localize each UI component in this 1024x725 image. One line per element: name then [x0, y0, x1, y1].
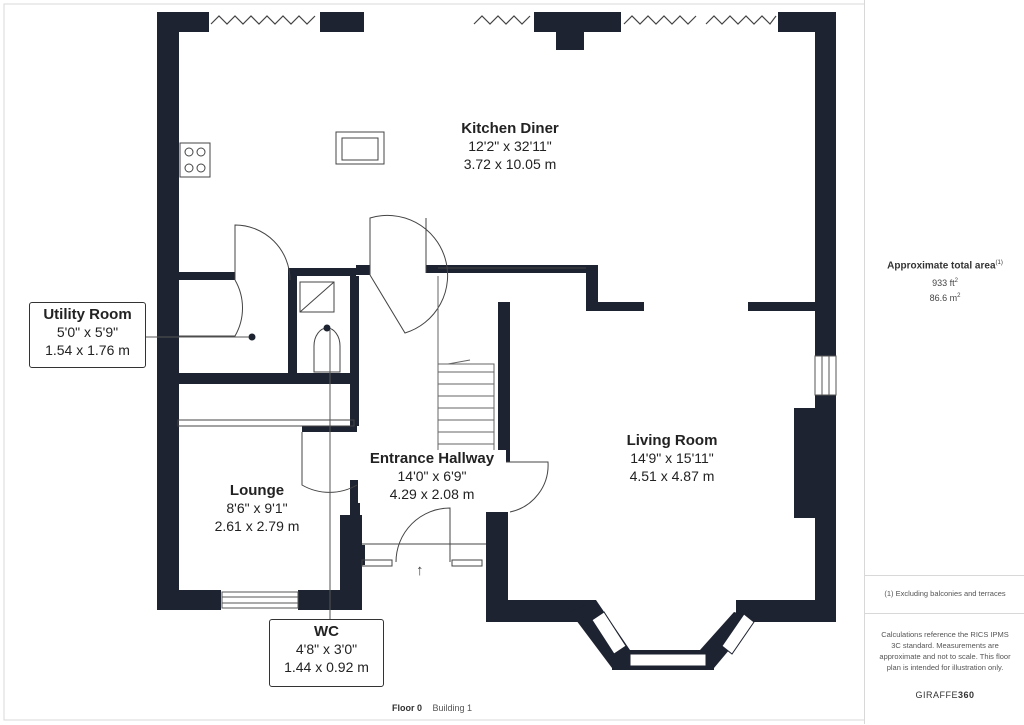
room-name: Lounge: [229, 482, 285, 499]
wc-basin: [299, 281, 335, 313]
toilet: [313, 327, 341, 373]
area-sqm: 86.6 m2: [929, 293, 961, 303]
wall-left-kitchen: [157, 12, 179, 280]
wall-utility-wc: [288, 276, 297, 376]
room-metric: 4.51 x 4.87 m: [629, 468, 715, 484]
room-imperial: 14'0" x 6'9": [397, 468, 467, 484]
brand-logo: GIRAFFE360: [915, 690, 975, 700]
wall-lounge-right-stub: [350, 480, 360, 520]
wall-kitchen-hall: [426, 265, 598, 273]
chimney-breast: [556, 32, 584, 50]
wall-kitchen-utility: [179, 272, 235, 280]
room-name: WC: [314, 623, 339, 640]
utility-room-callout: Utility Room 5'0" x 5'9" 1.54 x 1.76 m: [29, 302, 146, 368]
room-imperial: 4'8" x 3'0": [295, 641, 358, 657]
wall-lounge-right: [340, 515, 362, 610]
staircase: [437, 276, 495, 461]
entrance-hallway-label: Entrance Hallway 14'0" x 6'9" 4.29 x 2.0…: [358, 450, 506, 503]
floor-label: Floor 0: [391, 703, 422, 713]
area-sqft: 933 ft2: [932, 278, 958, 288]
fixtures: [177, 131, 586, 567]
room-name: Utility Room: [43, 306, 132, 323]
calc-note: Calculations reference the RICS IPMS 3C …: [879, 630, 1011, 672]
sink: [335, 131, 385, 165]
wall-bay-left: [486, 600, 596, 622]
wall-right-lower: [815, 395, 836, 602]
room-imperial: 12'2" x 32'11": [468, 138, 552, 154]
wall-pillar: [356, 265, 370, 275]
wall-right-upper: [815, 12, 836, 356]
area-title: Approximate total area(1): [887, 260, 1003, 272]
wall-left-lower: [157, 280, 179, 610]
room-metric: 4.29 x 2.08 m: [389, 486, 475, 502]
bifold-doors: [210, 15, 777, 25]
calc-box: [865, 613, 1024, 725]
wall-bay-right: [736, 600, 836, 622]
sheet-border: [3, 3, 864, 721]
room-metric: 3.72 x 10.05 m: [463, 156, 557, 172]
chimney-living: [794, 408, 815, 518]
room-name: Living Room: [626, 432, 718, 449]
kitchen-diner-label: Kitchen Diner 12'2" x 32'11" 3.72 x 10.0…: [410, 120, 610, 173]
room-imperial: 8'6" x 9'1": [226, 500, 288, 516]
room-name: Entrance Hallway: [369, 450, 495, 467]
floor-caption: Floor 0 Building 1: [0, 703, 864, 713]
info-sidebar: Approximate total area(1) 933 ft2 86.6 m…: [864, 0, 1024, 724]
exclusion-box: [865, 575, 1024, 614]
arrow-up-icon: ↑: [416, 562, 424, 579]
wall-stub: [586, 265, 598, 305]
wc-callout: WC 4'8" x 3'0" 1.44 x 0.92 m: [269, 619, 384, 687]
wall-living-top-left: [586, 302, 644, 311]
wall-lounge-bottom-left: [157, 590, 221, 610]
wall-utility-bottom: [179, 373, 359, 384]
windows: [221, 355, 837, 609]
wall-living-left: [498, 302, 510, 462]
wall-hall-bottom-left: [360, 545, 365, 565]
room-imperial: 5'0" x 5'9": [56, 324, 119, 340]
building-label: Building 1: [432, 703, 473, 713]
wall-top-mid: [320, 12, 364, 32]
hob: [179, 142, 211, 178]
wall-top-center: [534, 12, 621, 32]
room-name: Kitchen Diner: [461, 120, 559, 137]
bay-window: [570, 600, 756, 670]
wall-wc-right: [350, 276, 359, 426]
exclusion-note: (1) Excluding balconies and terraces: [884, 589, 1006, 598]
door-swings: [179, 214, 549, 563]
floor-plan-drawing: [3, 3, 864, 721]
room-metric: 1.54 x 1.76 m: [45, 342, 130, 358]
walls: [157, 12, 836, 622]
room-metric: 2.61 x 2.79 m: [214, 518, 300, 534]
room-metric: 1.44 x 0.92 m: [284, 659, 369, 675]
wall-hall-right: [486, 512, 508, 622]
room-imperial: 14'9" x 15'11": [630, 450, 714, 466]
lounge-label: Lounge 8'6" x 9'1" 2.61 x 2.79 m: [182, 482, 332, 535]
living-room-label: Living Room 14'9" x 15'11" 4.51 x 4.87 m: [572, 432, 772, 485]
wall-living-top-right: [748, 302, 815, 311]
wall-kitchen-wc: [288, 268, 356, 276]
